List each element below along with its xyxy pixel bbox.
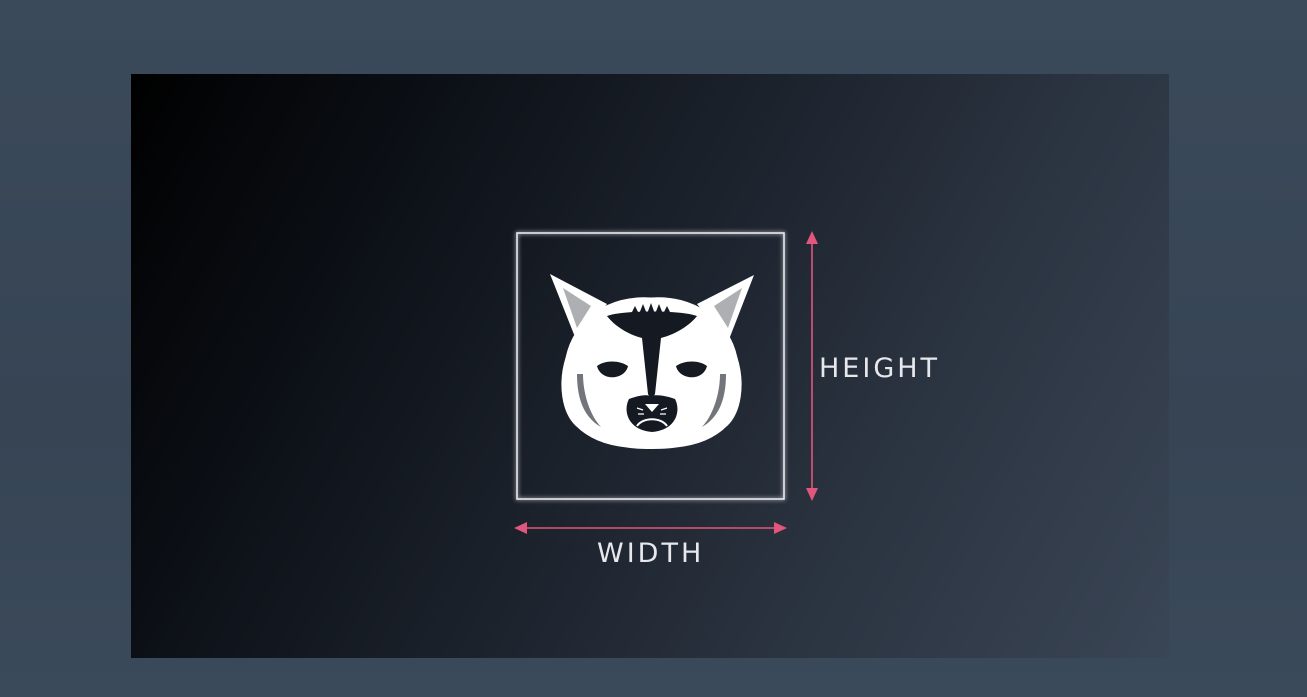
width-arrow bbox=[514, 522, 787, 534]
dimension-diagram: HEIGHT WIDTH bbox=[514, 231, 940, 569]
width-label: WIDTH bbox=[597, 538, 704, 569]
height-arrow bbox=[806, 231, 818, 501]
height-label: HEIGHT bbox=[819, 353, 940, 384]
image-frame bbox=[516, 232, 785, 500]
slide-canvas: HEIGHT WIDTH bbox=[131, 74, 1169, 658]
grumpy-cat-icon bbox=[550, 274, 754, 449]
